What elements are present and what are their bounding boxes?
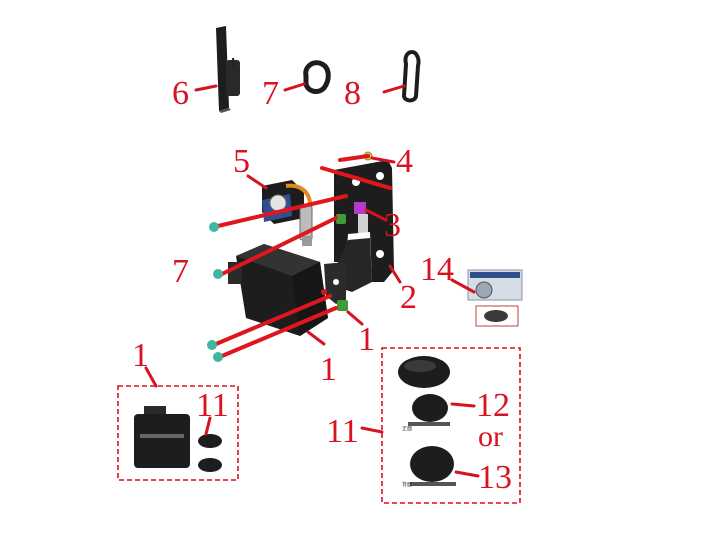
leader-1a xyxy=(144,366,158,388)
leader-2 xyxy=(346,310,364,326)
leader-14 xyxy=(450,278,476,294)
or-label: or xyxy=(478,420,503,453)
screw-icon xyxy=(207,222,223,362)
ecu-variant-icon xyxy=(134,406,190,468)
leader-9 xyxy=(283,82,306,92)
callout-12: 12 xyxy=(476,387,510,424)
svg-text:正面: 正面 xyxy=(402,426,412,432)
leader-13 xyxy=(454,470,480,478)
leader-1 xyxy=(306,330,326,346)
callout-14: 14 xyxy=(420,251,454,288)
variant-box-1 xyxy=(117,385,239,481)
leader-4 xyxy=(364,208,388,222)
callout-10: 8 xyxy=(344,75,361,112)
leader-11a xyxy=(204,416,212,436)
ecu-module-icon xyxy=(228,244,328,336)
callout-2: 1 xyxy=(358,321,375,358)
bracket-icon xyxy=(324,160,394,304)
callout-11b: 11 xyxy=(326,413,359,450)
screw-group xyxy=(207,154,392,362)
leader-11b xyxy=(360,426,384,434)
leader-10 xyxy=(382,84,406,94)
key-fob-icon xyxy=(401,49,421,103)
callout-8: 6 xyxy=(172,75,189,112)
immobilizer-relay-icon xyxy=(262,180,313,246)
callout-3: 2 xyxy=(400,279,417,316)
remote-key-icon xyxy=(398,356,450,388)
svg-text:背面: 背面 xyxy=(402,481,412,488)
packaging-card-icon xyxy=(467,269,523,327)
callout-5: 4 xyxy=(396,143,413,180)
leader-5 xyxy=(370,156,396,164)
callout-4: 3 xyxy=(384,207,401,244)
callout-11a: 11 xyxy=(196,387,229,424)
antenna-icon xyxy=(216,26,240,113)
callout-13: 13 xyxy=(478,459,512,496)
key-shell-icon: 背面 xyxy=(402,446,456,488)
remote-key-icon xyxy=(198,434,222,472)
variant-box-11 xyxy=(381,347,521,504)
leader-6 xyxy=(246,174,268,190)
wrist-strap-icon xyxy=(303,60,331,94)
callout-1a: 1 xyxy=(132,337,149,374)
grommet-icon xyxy=(336,214,348,311)
callout-9: 7 xyxy=(262,75,279,112)
leader-3 xyxy=(388,264,402,284)
callout-1b: 1 xyxy=(320,351,337,388)
clip-icon xyxy=(354,202,366,214)
callout-6: 5 xyxy=(233,143,250,180)
callout-7: 7 xyxy=(172,253,189,290)
key-shell-icon: 正面 xyxy=(402,394,450,432)
leader-8 xyxy=(194,84,218,92)
leader-12 xyxy=(450,402,476,408)
